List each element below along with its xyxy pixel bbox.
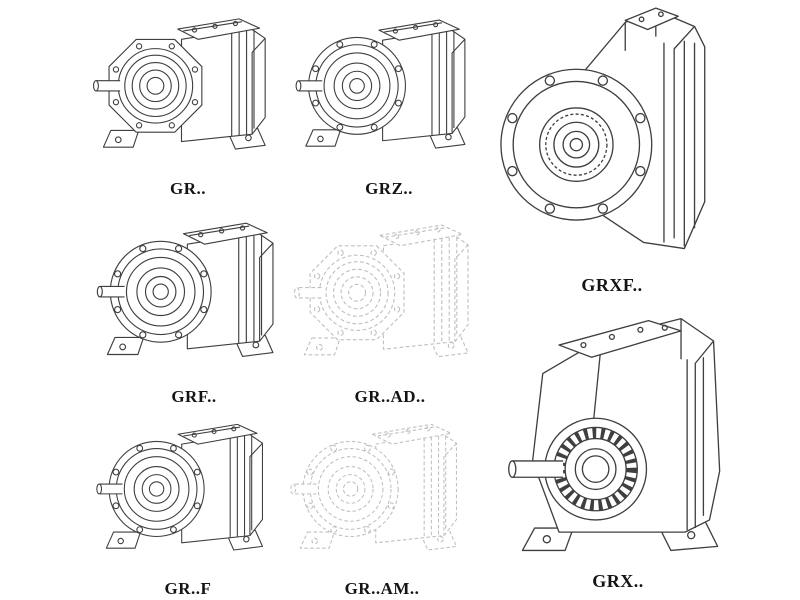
gearbox-label-gr: GR..: [170, 179, 206, 198]
gearbox-label-gr-f: GR..F: [164, 579, 212, 598]
figure-grxf: GRXF..: [494, 2, 730, 298]
figure-gr-am: GR..AM..: [284, 410, 480, 600]
grx-foot-mounted-gearbox-drawing: [496, 298, 740, 568]
figure-grz: GRZ..: [293, 4, 485, 202]
figure-grx: GRX..: [496, 298, 740, 594]
gearbox-label-grz: GRZ..: [365, 179, 413, 198]
gearbox-label-gr-ad: GR..AD..: [354, 387, 426, 406]
gearbox-label-grxf: GRXF..: [581, 274, 643, 295]
gearbox-label-gr-am: GR..AM..: [344, 579, 420, 598]
gr-ad-gearbox-phantom-drawing: [288, 210, 492, 384]
figure-grf: GRF..: [92, 208, 296, 410]
gearbox-label-grx: GRX..: [592, 570, 644, 591]
gr-foot-mounted-gearbox-drawing: [88, 4, 288, 176]
gearbox-label-grf: GRF..: [171, 387, 217, 406]
grz-foot-mounted-gearbox-drawing: [293, 4, 485, 176]
figure-gr-ad: GR..AD..: [288, 210, 492, 410]
grf-flange-gearbox-drawing: [92, 208, 296, 384]
grxf-flange-mounted-gearbox-drawing: [494, 2, 730, 272]
figure-gr: GR..: [88, 4, 288, 202]
figure-gr-f: GR..F: [88, 410, 288, 600]
gr-am-gearbox-phantom-drawing: [284, 410, 480, 576]
gr-f-flange-gearbox-drawing: [88, 410, 288, 576]
